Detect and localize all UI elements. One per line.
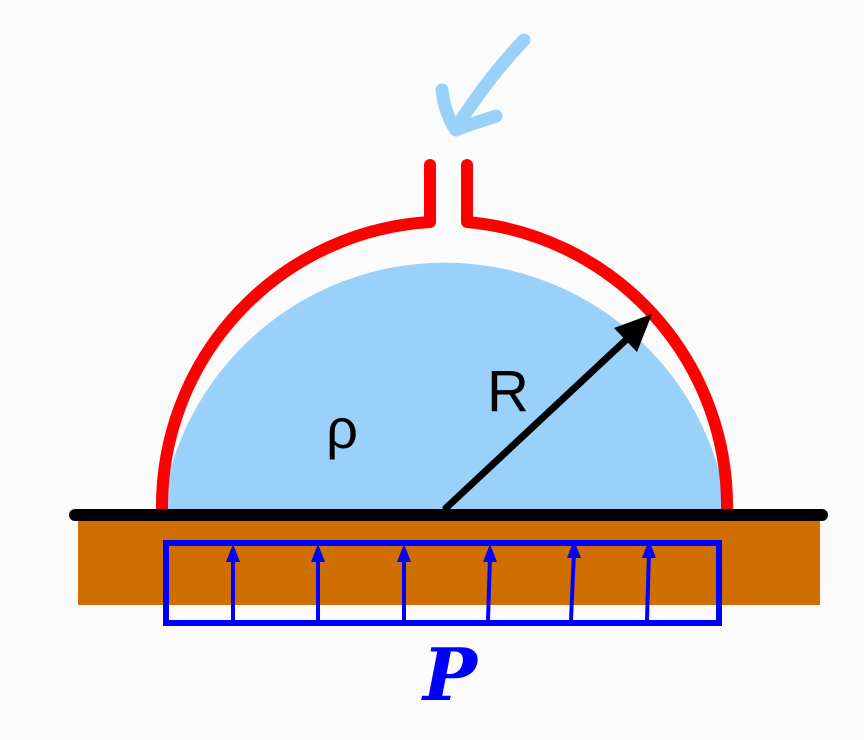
pressure-box xyxy=(163,540,722,626)
base-slab xyxy=(78,515,820,605)
density-label: ρ xyxy=(326,397,358,460)
radius-arrow-icon xyxy=(442,314,652,512)
fluid-dome xyxy=(162,262,727,510)
pressure-label: P xyxy=(421,632,479,717)
inflow-arrow-icon xyxy=(435,33,531,137)
radius-label: R xyxy=(487,359,529,424)
dome-wall xyxy=(155,159,734,516)
pressure-arrow-icon xyxy=(226,540,656,626)
